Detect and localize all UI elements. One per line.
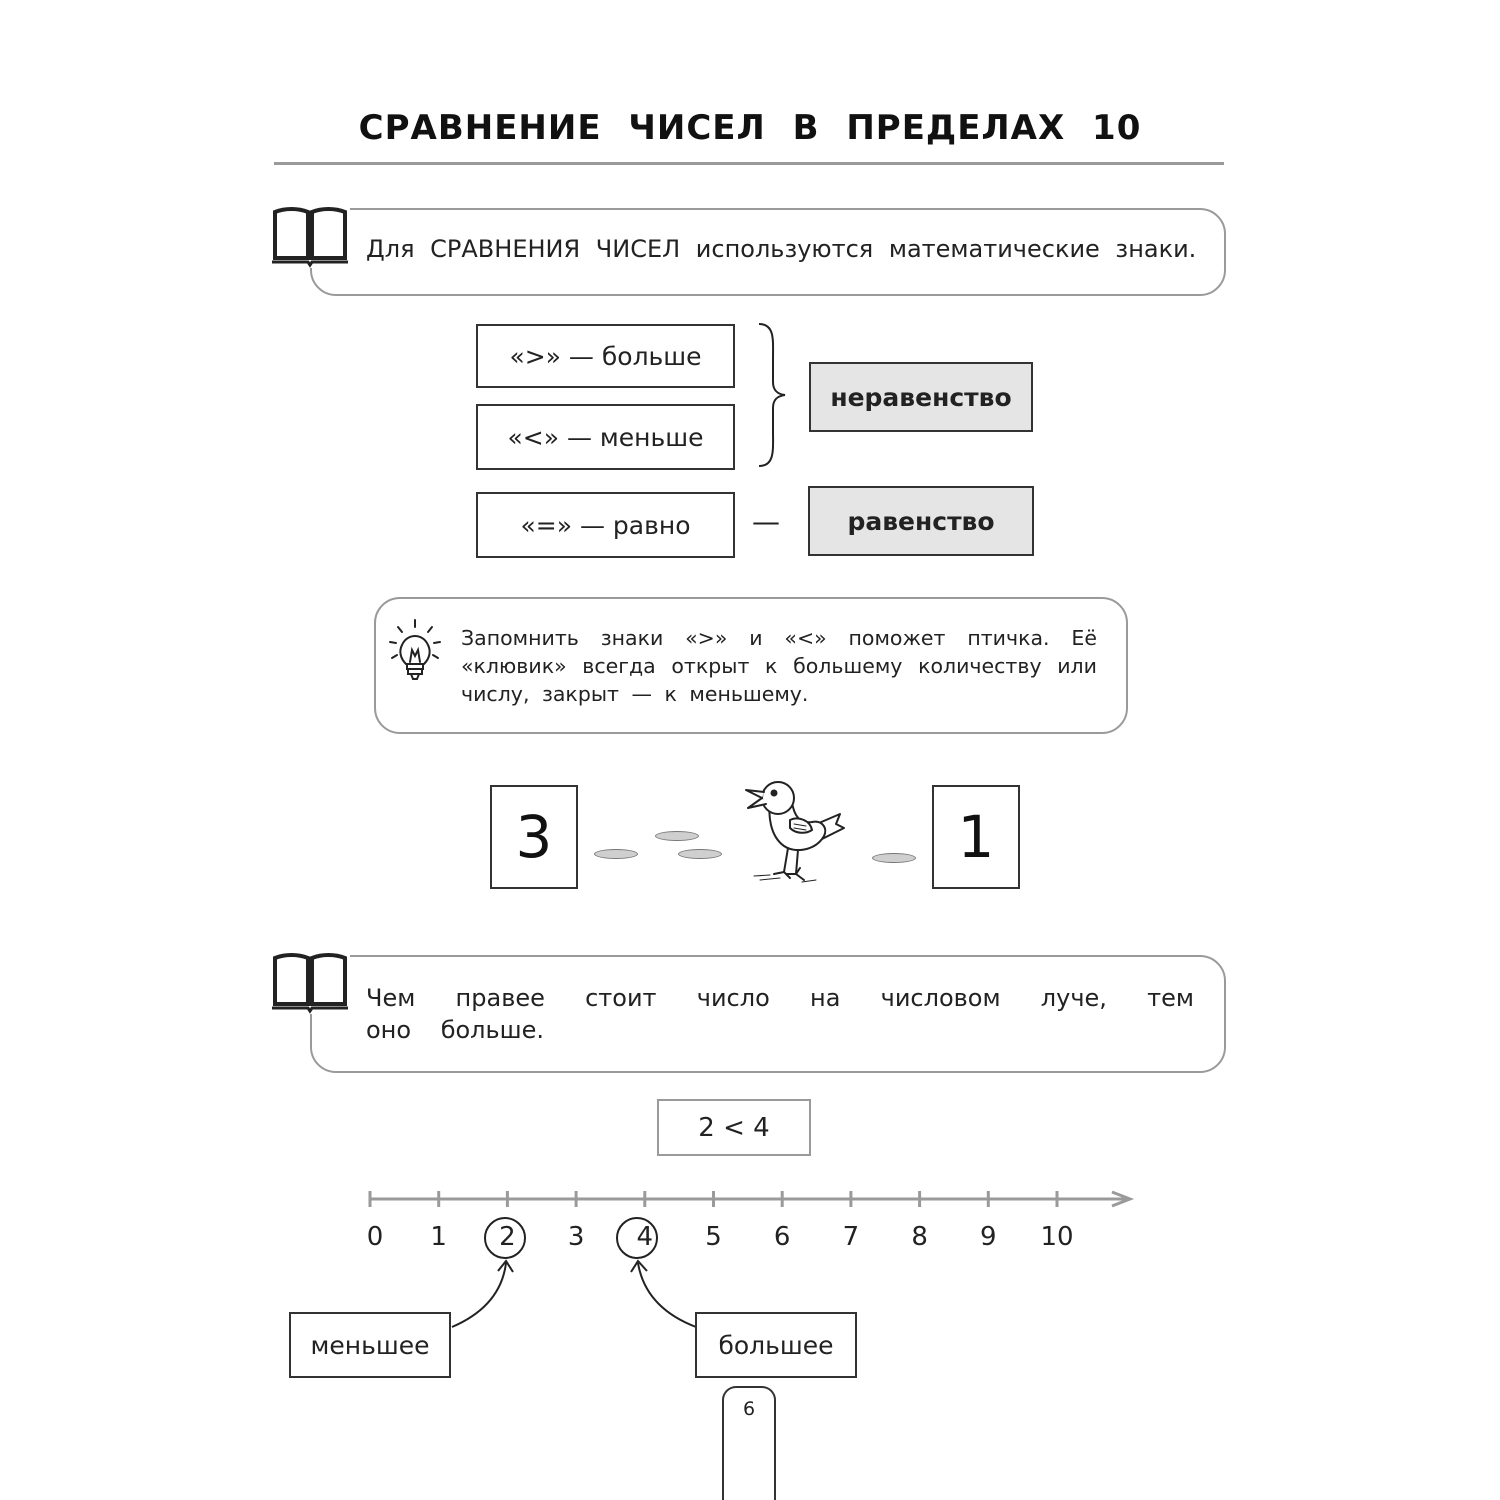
left-number-box: 3	[490, 785, 578, 889]
tip-box	[374, 597, 1128, 734]
right-number-box: 1	[932, 785, 1020, 889]
circle-mark-4	[616, 1217, 658, 1259]
tick-label: 6	[773, 1222, 791, 1252]
rule-2-text: Чем правее стоит число на числовом луче,…	[366, 984, 1194, 1044]
tick-label: 5	[705, 1222, 722, 1252]
circle-mark-2	[484, 1217, 526, 1259]
inequality-label: неравенство	[809, 362, 1033, 432]
open-book-icon	[270, 950, 350, 1014]
open-book-icon	[270, 204, 350, 268]
page-title: СРАВНЕНИЕ ЧИСЕЛ В ПРЕДЕЛАХ 10	[358, 108, 1142, 148]
less-sign-box: «<» — меньше	[476, 404, 735, 470]
tick-label: 0	[366, 1222, 384, 1252]
title-divider	[274, 162, 1224, 165]
tip-text: Запомнить знаки «>» и «<» поможет птичка…	[461, 626, 1097, 706]
larger-arrow	[630, 1259, 697, 1328]
equality-label: равенство	[808, 486, 1034, 556]
puddle-2	[655, 831, 699, 841]
puddle-1	[594, 849, 638, 859]
light-bulb-icon	[389, 619, 441, 680]
bird-icon	[745, 781, 845, 883]
puddle-4	[872, 853, 916, 863]
tick-label: 3	[567, 1222, 585, 1252]
equal-sign-box: «=» — равно	[476, 492, 735, 558]
page-number: 6	[722, 1386, 776, 1500]
tick-label: 10	[1040, 1222, 1074, 1252]
inequality-example: 2 < 4	[657, 1099, 811, 1156]
number-line-ray	[368, 1190, 1135, 1208]
tick-label: 8	[911, 1222, 928, 1252]
greater-sign-box: «>» — больше	[476, 324, 735, 388]
tick-label: 1	[430, 1222, 447, 1252]
curly-brace	[758, 323, 786, 467]
smaller-arrow	[451, 1259, 514, 1328]
rule-box-1	[310, 208, 1226, 296]
equal-connector-dash: —	[752, 505, 780, 538]
smaller-label: меньшее	[289, 1312, 451, 1378]
tick-label: 7	[842, 1222, 860, 1252]
rule-box-2	[310, 955, 1226, 1073]
larger-label: большее	[695, 1312, 857, 1378]
puddle-3	[678, 849, 722, 859]
tick-label: 9	[980, 1222, 997, 1252]
rule-1-text: Для СРАВНЕНИЯ ЧИСЕЛ используются математ…	[366, 235, 1197, 263]
